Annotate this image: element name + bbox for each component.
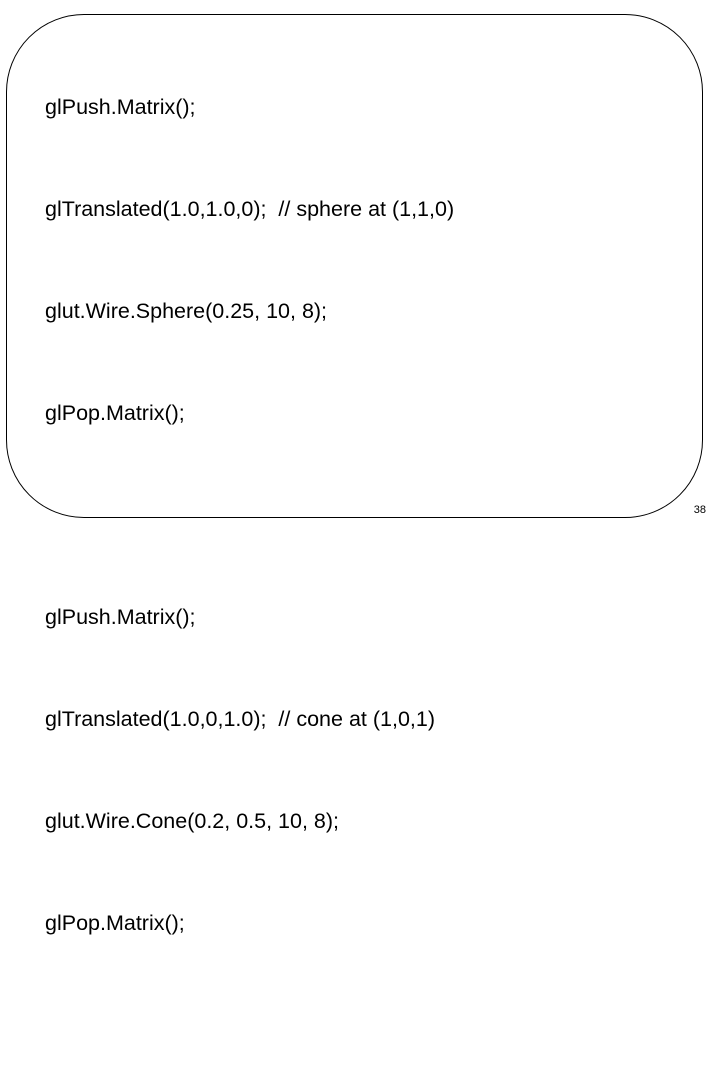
code-line: glut.Wire.Sphere(0.25, 10, 8); xyxy=(45,299,328,323)
code-line-blank xyxy=(45,1008,685,1042)
code-line: glTranslated(1.0,1.0,0); // sphere at (1… xyxy=(45,197,455,221)
code-line: glPush.Matrix(); xyxy=(45,605,196,629)
code-line-blank xyxy=(45,498,685,532)
code-line: glTranslated(1.0,0,1.0); // cone at (1,0… xyxy=(45,707,435,731)
code-line: glPop.Matrix(); xyxy=(45,911,185,935)
code-line: glPop.Matrix(); xyxy=(45,401,185,425)
rounded-rectangle-border xyxy=(6,14,703,518)
code-block: glPush.Matrix(); glTranslated(1.0,1.0,0)… xyxy=(45,22,685,1080)
slide-number: 38 xyxy=(693,504,706,516)
code-line: glut.Wire.Cone(0.2, 0.5, 10, 8); xyxy=(45,809,339,833)
code-line: glPush.Matrix(); xyxy=(45,95,196,119)
slide-canvas: glPush.Matrix(); glTranslated(1.0,1.0,0)… xyxy=(6,14,706,935)
